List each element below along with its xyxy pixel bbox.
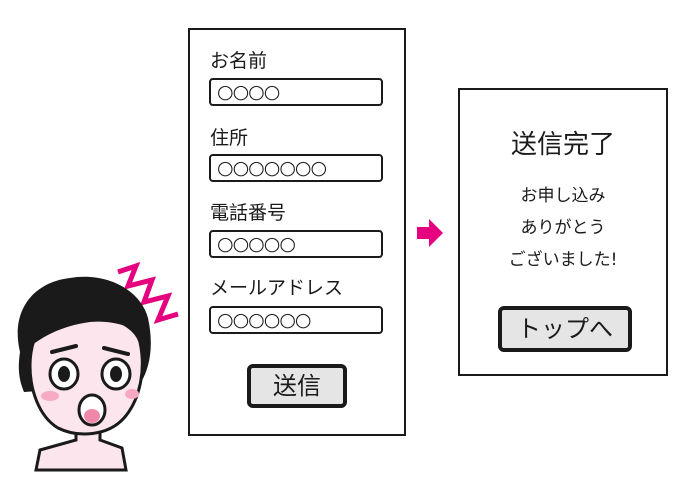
left-eyebrow: [50, 344, 78, 354]
back-to-top-button[interactable]: トップへ: [498, 306, 632, 352]
email-field[interactable]: ○○○○○○: [209, 306, 383, 334]
name-field[interactable]: ○○○○: [209, 78, 383, 106]
entry-form-panel: お名前 ○○○○ 住所 ○○○○○○○ 電話番号 ○○○○○ メールアドレス ○…: [188, 28, 406, 436]
phone-field[interactable]: ○○○○○: [209, 230, 383, 258]
left-pupil: [58, 366, 70, 382]
hair-fringe: [24, 283, 148, 350]
shock-zigzag-icon: [117, 261, 179, 324]
completion-title: 送信完了: [510, 130, 615, 160]
completion-message-line: ありがとう: [520, 218, 606, 238]
address-field[interactable]: ○○○○○○○: [209, 154, 383, 182]
tongue: [84, 409, 100, 423]
right-eyebrow: [102, 346, 130, 356]
completion-message-line: お申し込み: [520, 186, 606, 206]
name-label: お名前: [210, 50, 268, 72]
address-label: 住所: [210, 127, 249, 149]
arrow-shape: [417, 219, 443, 247]
right-pupil: [110, 366, 122, 382]
email-label: メールアドレス: [210, 277, 344, 299]
left-cheek: [41, 391, 59, 401]
completion-message-line: ございました!: [508, 250, 618, 270]
send-button[interactable]: 送信: [247, 364, 347, 408]
phone-label: 電話番号: [210, 202, 287, 224]
right-cheek: [125, 389, 139, 399]
completion-panel: 送信完了 お申し込み ありがとう ございました! トップへ: [458, 88, 668, 376]
